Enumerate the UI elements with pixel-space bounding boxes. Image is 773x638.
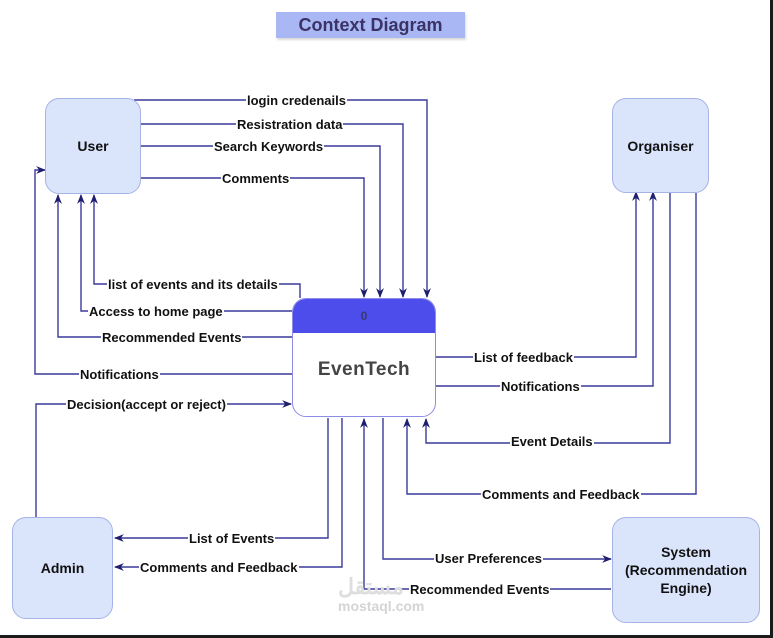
label-user-preferences: User Preferences [434, 551, 543, 566]
watermark-text: mostaql.com [338, 598, 425, 614]
flow-list-of-feedback [436, 191, 640, 358]
flow-login-credentials [134, 99, 431, 298]
flow-search-keywords [140, 145, 384, 298]
frame-border-right [770, 0, 773, 638]
label-event-details: Event Details [510, 434, 594, 449]
label-list-of-events-admin: List of Events [188, 531, 276, 546]
flow-list-of-events-admin [114, 418, 329, 542]
flow-notifications-user [34, 166, 292, 375]
entity-user-label: User [77, 138, 109, 154]
process-eventech[interactable]: 0 EvenTech [292, 298, 436, 417]
label-decision: Decision(accept or reject) [66, 397, 227, 412]
entity-admin-label: Admin [40, 560, 85, 576]
label-comments-feedback-organiser: Comments and Feedback [481, 487, 641, 502]
watermark-logo: مستقل [338, 574, 404, 599]
label-registration-data: Resistration data [236, 117, 344, 132]
label-list-of-feedback: List of feedback [473, 350, 574, 365]
flow-decision [35, 400, 292, 517]
label-list-of-events-details: list of events and its details [107, 277, 279, 292]
frame-border-bottom [0, 635, 773, 638]
label-comments-feedback-admin: Comments and Feedback [139, 560, 299, 575]
flow-comments [140, 177, 368, 298]
entity-system[interactable]: System (Recommendation Engine) [612, 517, 760, 623]
label-notifications-user: Notifications [79, 367, 160, 382]
label-login-credentials: login credenails [246, 93, 347, 108]
label-notifications-organiser: Notifications [500, 379, 581, 394]
entity-organiser-label: Organiser [627, 137, 694, 154]
process-number: 0 [293, 299, 435, 333]
entity-user[interactable]: User [45, 98, 141, 194]
flow-access-home-page [77, 194, 292, 312]
flow-registration-data [140, 123, 407, 298]
label-recommended-events-user: Recommended Events [101, 330, 243, 345]
entity-organiser[interactable]: Organiser [612, 98, 709, 193]
watermark: مستقل mostaql.com [338, 574, 425, 615]
label-comments: Comments [221, 171, 291, 186]
label-access-home-page: Access to home page [88, 304, 224, 319]
diagram-title: Context Diagram [276, 12, 465, 38]
label-search-keywords: Search Keywords [213, 139, 325, 154]
label-recommended-events-system: Recommended Events [409, 582, 551, 597]
entity-admin[interactable]: Admin [12, 517, 113, 619]
flow-event-details [422, 193, 671, 444]
entity-system-label: System (Recommendation Engine) [624, 544, 748, 596]
process-name: EvenTech [317, 359, 411, 380]
